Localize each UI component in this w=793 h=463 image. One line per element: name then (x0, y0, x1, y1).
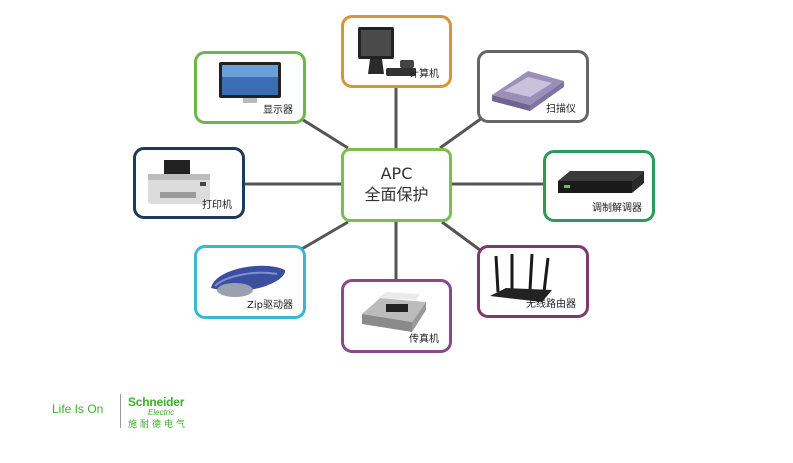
brand-name: Schneider (128, 395, 185, 409)
brand-logo: Life Is On Schneider Electric 施耐德电气 (52, 394, 212, 434)
hub-subtitle: 全面保护 (364, 185, 429, 204)
device-computer: 计算机 (341, 15, 452, 88)
monitor-icon (219, 62, 281, 103)
modem-icon (558, 171, 644, 193)
connector-zip (299, 220, 349, 252)
device-label-computer: 计算机 (409, 69, 439, 80)
device-scanner: 扫描仪 (477, 50, 589, 123)
device-label-modem: 调制解调器 (592, 203, 642, 214)
device-label-router: 无线路由器 (526, 299, 576, 310)
device-label-monitor: 显示器 (263, 105, 293, 116)
printer-icon (148, 160, 210, 204)
device-label-printer: 打印机 (202, 200, 232, 211)
brand-divider (120, 394, 121, 428)
brand-sub: Electric (148, 408, 175, 417)
router-icon (490, 253, 552, 302)
device-fax: 传真机 (341, 279, 452, 353)
apc-hub: APC 全面保护 (341, 148, 452, 222)
connector-scanner (439, 116, 483, 150)
device-modem: 调制解调器 (543, 150, 655, 222)
device-router: 无线路由器 (477, 245, 589, 318)
connector-monitor (299, 116, 349, 150)
zip-drive-icon (211, 265, 286, 297)
device-zip-drive: Zip驱动器 (194, 245, 306, 319)
brand-chinese-name: 施耐德电气 (128, 420, 189, 430)
brand-tagline: Life Is On (52, 402, 104, 416)
device-label-scanner: 扫描仪 (546, 104, 576, 115)
device-monitor: 显示器 (194, 51, 306, 124)
fax-icon (362, 292, 426, 332)
scanner-icon (492, 71, 564, 111)
device-label-fax: 传真机 (409, 334, 439, 345)
device-label-zip-drive: Zip驱动器 (247, 300, 293, 311)
device-printer: 打印机 (133, 147, 245, 219)
hub-title: APC (380, 164, 413, 183)
computer-icon (358, 27, 416, 76)
connector-router (441, 220, 481, 252)
